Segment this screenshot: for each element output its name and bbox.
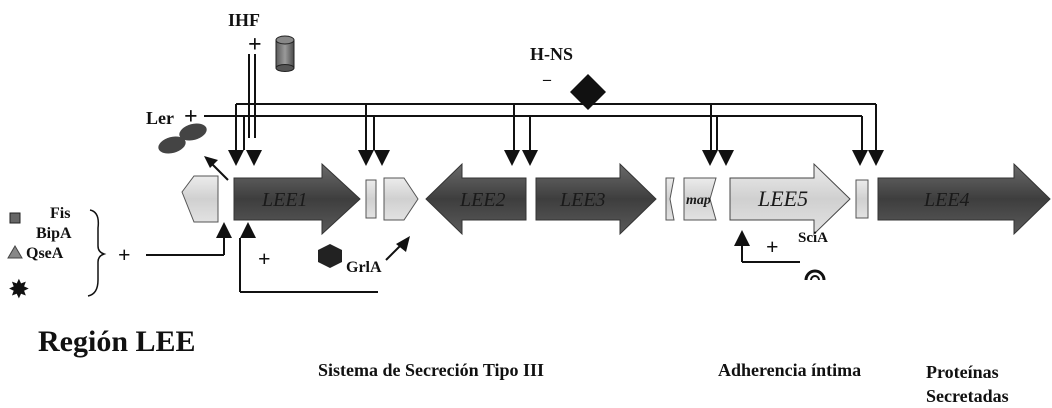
gene-map-label: map — [686, 193, 711, 208]
ihf-cylinder-icon — [275, 35, 295, 72]
ihf-label: IHF — [228, 10, 260, 30]
gene-small-box-1 — [365, 179, 377, 219]
scia-arc-icon — [804, 269, 826, 281]
grla-hexagon-icon — [318, 244, 342, 268]
gene-small-box-2 — [665, 177, 675, 221]
grla-label: GrlA — [346, 259, 382, 276]
bipa-triangle-icon — [7, 245, 23, 259]
ihf-plus-sign: + — [248, 32, 262, 58]
regulators-brace — [87, 209, 107, 297]
hns-minus-sign: – — [542, 71, 552, 88]
grla-plus-sign: + — [258, 246, 271, 271]
unknown-star-icon: ✸ — [8, 275, 30, 304]
bipa-label: BipA — [36, 225, 72, 242]
regulators-plus-sign: + — [118, 242, 131, 267]
gene-lee4-label: LEE4 — [923, 189, 970, 211]
scia-arc-icon-inner — [810, 275, 820, 281]
lee5-upward-arrowhead — [734, 230, 750, 246]
scia-label: SciA — [798, 230, 828, 246]
gene-lee3-label: LEE3 — [559, 189, 606, 211]
gene-lee1-label: LEE1 — [261, 189, 308, 211]
scia-plus-sign: + — [766, 234, 779, 259]
gene-lee3 — [535, 162, 657, 236]
section-label-t3ss: Sistema de Secreción Tipo III — [318, 360, 545, 380]
section-label-adherence: Adherencia íntima — [718, 360, 862, 380]
promoter-arrowheads — [228, 150, 884, 166]
ler-autoreg-arrowhead — [204, 156, 218, 168]
fis-label: Fis — [50, 205, 70, 222]
ler-dimer-icon — [158, 123, 207, 154]
grla-arrowhead — [396, 236, 410, 252]
gene-lee4 — [877, 162, 1051, 236]
gene-small-box-3 — [855, 179, 869, 219]
section-label-proteins-line1: Proteínas — [926, 362, 999, 382]
ler-label: Ler — [146, 108, 174, 128]
region-title: Región LEE — [38, 325, 196, 358]
ler-activation-lines — [204, 115, 863, 150]
hns-label: H-NS — [530, 44, 573, 64]
gene-orf-left-arrow — [181, 175, 219, 223]
section-label-proteins: Proteínas Secretadas — [926, 360, 1009, 408]
gene-lee1 — [233, 162, 361, 236]
gene-lee2-label: LEE2 — [459, 189, 506, 211]
gene-lee5-label: LEE5 — [757, 186, 808, 211]
gene-orf-right-arrow — [383, 177, 419, 221]
hns-diamond-icon — [570, 74, 606, 110]
gene-lee2 — [425, 162, 527, 236]
lee1-upward-arrowhead-1 — [216, 222, 232, 238]
section-label-proteins-line2: Secretadas — [926, 386, 1009, 406]
fis-cube-icon — [9, 212, 21, 224]
ler-plus-sign: + — [184, 104, 198, 130]
gene-map — [683, 177, 717, 221]
hns-repression-lines — [235, 103, 877, 150]
qsea-label: QseA — [26, 245, 64, 262]
lee1-upward-arrowhead-2 — [240, 222, 256, 238]
gene-lee5 — [729, 162, 851, 236]
